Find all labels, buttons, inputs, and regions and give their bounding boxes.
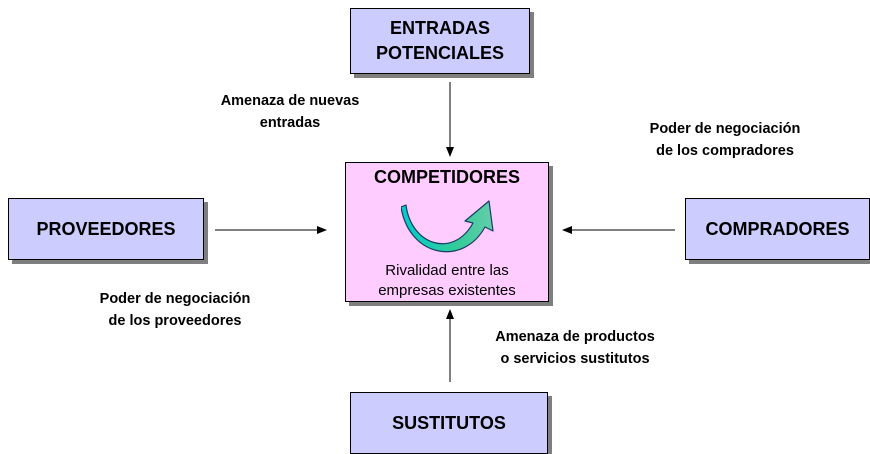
label-sustitutos-line2: o servicios sustitutos — [500, 351, 650, 367]
label-compradores-line1: Poder de negociación — [649, 121, 801, 137]
competidores-box: COMPETIDORES Rivalidad entre las empresa… — [345, 162, 549, 302]
proveedores-box: PROVEEDORES — [8, 198, 204, 260]
proveedores-label: PROVEEDORES — [36, 218, 176, 239]
competidores-title: COMPETIDORES — [373, 167, 520, 187]
label-amenaza-sustitutos: Amenaza de productos o servicios sustitu… — [460, 326, 690, 370]
label-proveedores-line2: de los proveedores — [108, 313, 242, 329]
sustitutos-label: SUSTITUTOS — [392, 412, 506, 433]
label-nuevas-line2: entradas — [259, 115, 321, 131]
label-poder-compradores: Poder de negociación de los compradores — [600, 118, 850, 162]
label-poder-proveedores: Poder de negociación de los proveedores — [50, 288, 300, 332]
label-sustitutos-line1: Amenaza de productos — [495, 329, 655, 345]
label-compradores-line2: de los compradores — [656, 143, 794, 159]
label-amenaza-nuevas-entradas: Amenaza de nuevas entradas — [175, 90, 405, 134]
entradas-line2: POTENCIALES — [375, 43, 504, 63]
compradores-label: COMPRADORES — [705, 218, 850, 239]
label-proveedores-line1: Poder de negociación — [99, 291, 251, 307]
label-nuevas-line1: Amenaza de nuevas — [220, 93, 360, 109]
compradores-box: COMPRADORES — [685, 198, 870, 260]
entradas-line1: ENTRADAS — [389, 18, 490, 38]
curved-arrow-icon — [401, 200, 494, 253]
competidores-description: Rivalidad entre las empresas existentes — [346, 261, 548, 301]
entradas-potenciales-box: ENTRADAS POTENCIALES — [350, 8, 530, 74]
competidores-text-line1: Rivalidad entre las — [385, 262, 509, 279]
sustitutos-box: SUSTITUTOS — [350, 392, 548, 454]
competidores-text-line2: empresas existentes — [378, 282, 516, 299]
